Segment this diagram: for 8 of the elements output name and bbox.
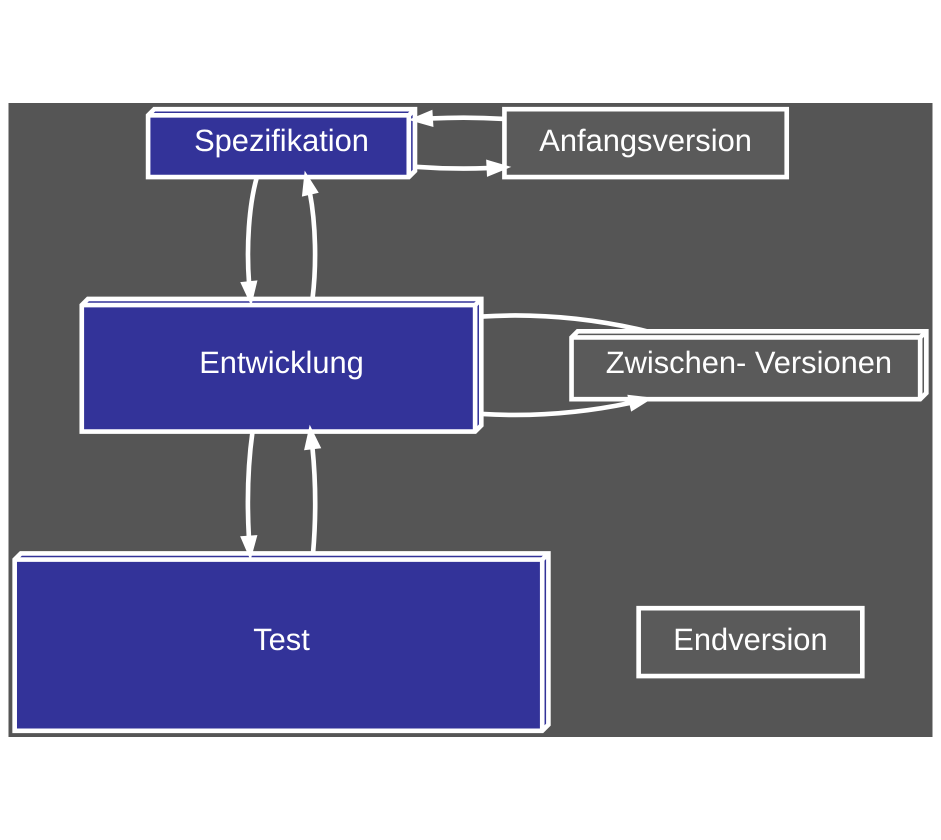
- arrow: [408, 110, 504, 127]
- arrow: [240, 176, 260, 306]
- node-box: Anfangsversion: [502, 106, 790, 180]
- arrow: [415, 160, 512, 177]
- arrow: [304, 424, 322, 554]
- arrow: [302, 170, 319, 300]
- node-box: Endversion: [636, 606, 865, 678]
- arrow: [240, 431, 258, 560]
